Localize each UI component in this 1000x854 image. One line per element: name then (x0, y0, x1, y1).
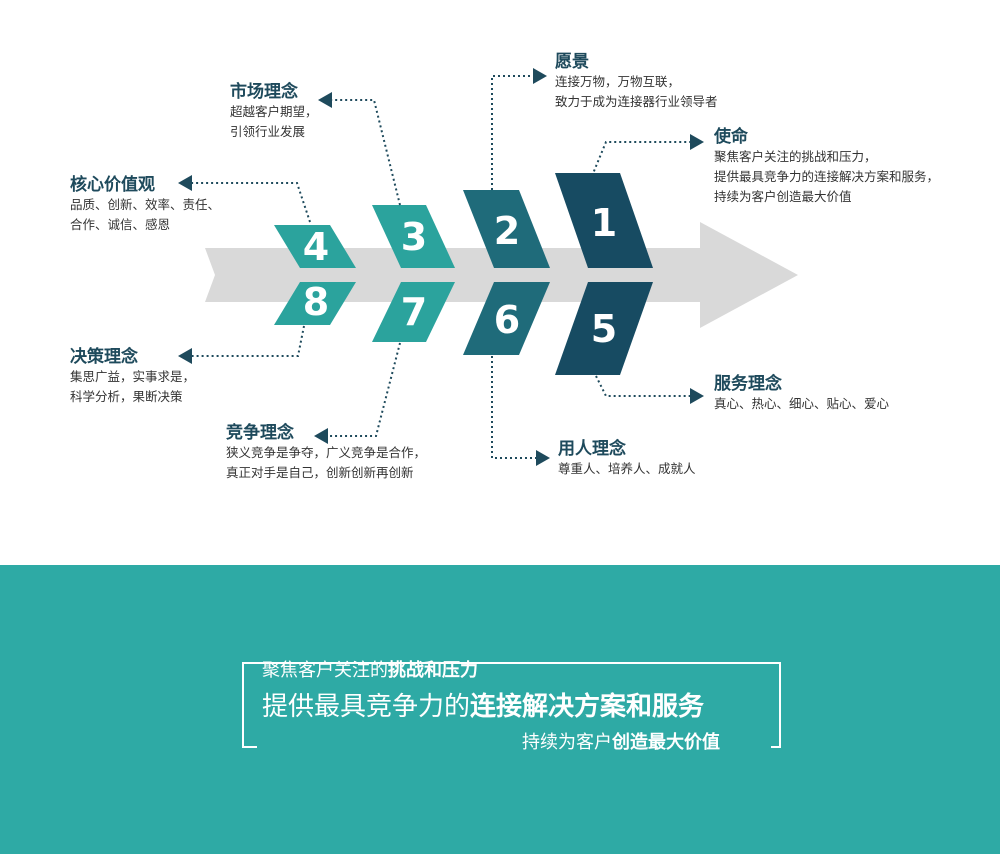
chevron-5 (555, 282, 653, 375)
chevron-7 (372, 282, 455, 342)
core-values-title: 核心价值观 (70, 175, 155, 195)
banner-line-3: 持续为客户创造最大价值 (522, 731, 720, 755)
service-line-1: 真心、热心、细心、贴心、爱心 (714, 396, 890, 411)
chevron-6 (463, 282, 550, 355)
market-title: 市场理念 (230, 82, 298, 102)
mission-line-3: 持续为客户创造最大价值 (714, 189, 852, 204)
banner-line-2-normal: 提供最具竞争力的 (262, 692, 471, 722)
banner-line-2-bold: 连接解决方案和服务 (470, 692, 705, 722)
core-values-line-2: 合作、诚信、感恩 (70, 217, 171, 232)
chevron-1 (555, 173, 653, 268)
vision-title: 愿景 (555, 52, 589, 72)
banner-line-2: 提供最具竞争力的连接解决方案和服务 (262, 690, 704, 724)
label-vision: 愿景 连接万物，万物互联， 致力于成为连接器行业领导者 (555, 52, 718, 112)
label-competition: 竞争理念 狭义竞争是争夺，广义竞争是合作， 真正对手是自己，创新创新再创新 (226, 423, 426, 483)
talent-line-1: 尊重人、培养人、成就人 (558, 461, 696, 476)
decision-line-1: 集思广益，实事求是， (70, 369, 196, 384)
competition-title: 竞争理念 (226, 423, 294, 443)
number-5: 5 (591, 307, 617, 351)
connector-4 (178, 175, 311, 223)
label-market: 市场理念 超越客户期望， 引领行业发展 (230, 82, 318, 142)
number-6: 6 (494, 298, 520, 342)
banner-line-1: 聚焦客户关注的挑战和压力 (262, 659, 478, 683)
mission-title: 使命 (714, 127, 748, 147)
banner-bracket-frame (242, 662, 781, 748)
number-4: 4 (303, 225, 329, 269)
number-3: 3 (401, 215, 427, 259)
banner-line-3-normal: 持续为客户 (522, 732, 612, 753)
vision-line-1: 连接万物，万物互联， (555, 74, 681, 89)
mission-banner: 聚焦客户关注的挑战和压力 提供最具竞争力的连接解决方案和服务 持续为客户创造最大… (0, 565, 1000, 854)
values-diagram: 1 2 3 4 5 6 7 8 使命 聚焦客户关注的挑战和压力， 提供最具竞争力… (70, 52, 939, 483)
connector-3 (318, 92, 401, 206)
connector-1 (591, 134, 704, 177)
banner-line-3-bold: 创造最大价值 (612, 732, 720, 753)
arrow-graphic: 1 2 3 4 5 6 7 8 (178, 68, 798, 466)
label-decision: 决策理念 集思广益，实事求是， 科学分析，果断决策 (70, 347, 195, 407)
chevron-2 (463, 190, 550, 268)
big-arrow (205, 222, 798, 328)
talent-title: 用人理念 (558, 439, 626, 459)
connector-2 (491, 68, 547, 190)
label-service: 服务理念 真心、热心、细心、贴心、爱心 (714, 374, 889, 414)
chevron-8 (274, 282, 356, 325)
number-1: 1 (591, 201, 617, 245)
number-2: 2 (494, 209, 520, 253)
label-core-values: 核心价值观 品质、创新、效率、责任、 合作、诚信、感恩 (70, 175, 220, 235)
mission-line-1: 聚焦客户关注的挑战和压力， (714, 149, 877, 164)
number-8: 8 (303, 280, 329, 324)
market-line-2: 引领行业发展 (230, 124, 306, 139)
banner-line-1-bold: 挑战和压力 (388, 660, 478, 681)
connector-7 (314, 342, 401, 444)
competition-line-2: 真正对手是自己，创新创新再创新 (226, 465, 414, 480)
label-mission: 使命 聚焦客户关注的挑战和压力， 提供最具竞争力的连接解决方案和服务， 持续为客… (714, 127, 939, 207)
competition-line-1: 狭义竞争是争夺，广义竞争是合作， (226, 445, 427, 460)
label-talent: 用人理念 尊重人、培养人、成就人 (558, 439, 696, 479)
core-values-line-1: 品质、创新、效率、责任、 (70, 197, 221, 212)
banner-line-1-normal: 聚焦客户关注的 (262, 660, 388, 681)
chevron-3 (372, 205, 455, 268)
vision-line-2: 致力于成为连接器行业领导者 (555, 94, 718, 109)
service-title: 服务理念 (714, 374, 782, 394)
market-line-1: 超越客户期望， (230, 104, 318, 119)
decision-title: 决策理念 (70, 347, 138, 367)
decision-line-2: 科学分析，果断决策 (70, 389, 183, 404)
connector-5 (595, 375, 704, 404)
mission-line-2: 提供最具竞争力的连接解决方案和服务， (714, 169, 940, 184)
connector-6 (491, 356, 550, 466)
connector-8 (178, 325, 305, 364)
number-7: 7 (401, 290, 427, 334)
chevron-4 (274, 225, 356, 268)
